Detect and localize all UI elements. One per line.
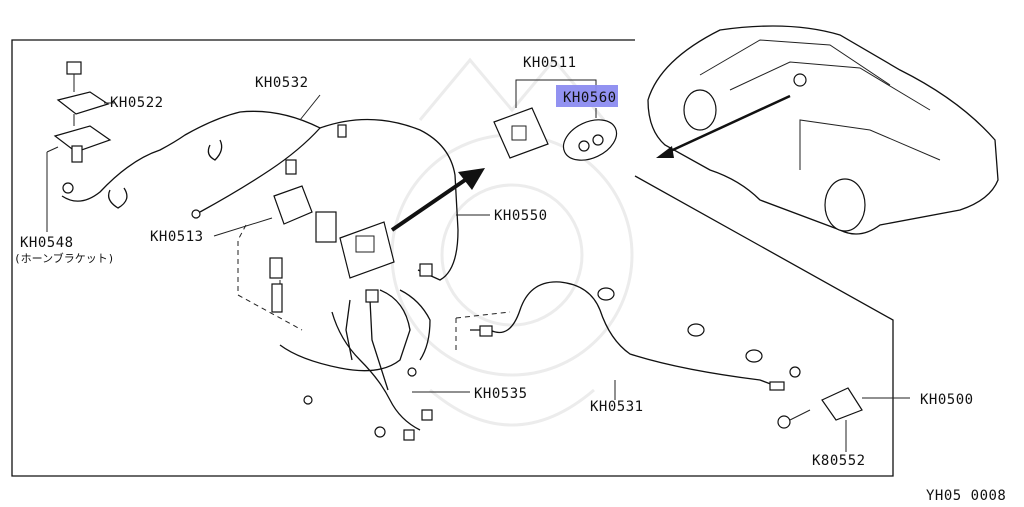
receiver-kh0511 (493, 107, 549, 159)
car-illustration (647, 25, 999, 235)
wire-harness-kh0531 (470, 281, 785, 391)
label-kh0548-note: (ホーンブラケット) (14, 251, 114, 265)
label-kh0522: KH0522 (110, 95, 164, 111)
label-kh0548: KH0548 (20, 235, 74, 251)
diagram-border (11, 39, 894, 477)
wire-harness-kh0532 (61, 110, 459, 281)
location-arrow-car (663, 94, 791, 156)
location-arrow-main (390, 176, 470, 232)
kh0560-highlight (556, 85, 618, 107)
module-kh0513 (273, 185, 337, 243)
wire-harness-kh0535 (269, 257, 433, 441)
label-kh0560: KH0560 (563, 90, 617, 106)
control-unit (339, 221, 395, 279)
label-kh0550: KH0550 (494, 208, 548, 224)
keyfob-kh0560 (562, 119, 618, 161)
label-kh0535: KH0535 (474, 386, 528, 402)
label-kh0513: KH0513 (150, 229, 204, 245)
switch-k80552 (777, 366, 863, 429)
footer-code: YH05 0008 (926, 488, 1006, 504)
horn-bracket-assembly (53, 61, 112, 194)
label-kh0511: KH0511 (523, 55, 577, 71)
label-kh0531: KH0531 (590, 399, 644, 415)
label-k80552: K80552 (812, 453, 866, 469)
label-kh0532: KH0532 (255, 75, 309, 91)
label-kh0500: KH0500 (920, 392, 974, 408)
